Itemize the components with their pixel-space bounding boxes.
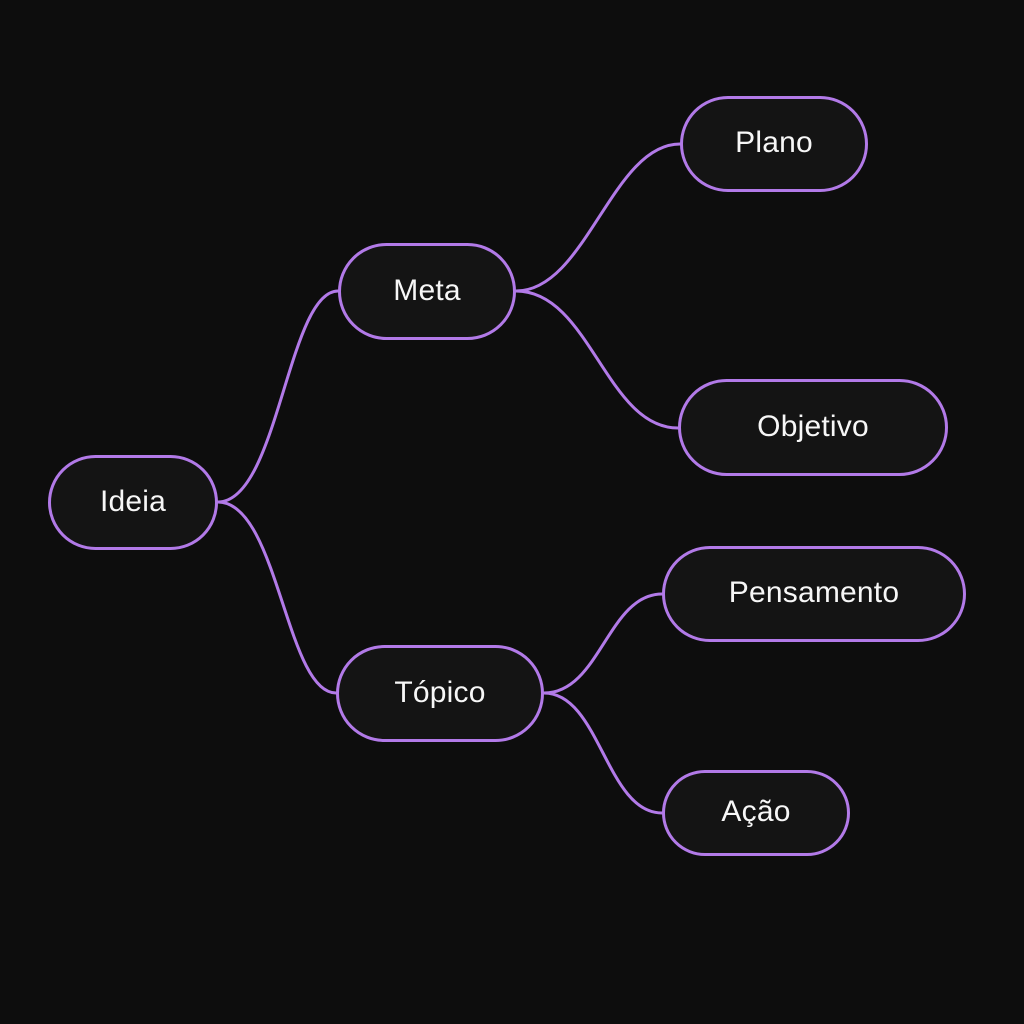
connector-topico-pensamento	[542, 592, 664, 695]
node-label: Tópico	[394, 675, 486, 709]
node-label: Meta	[393, 273, 461, 307]
mindmap-node-ideia[interactable]: Ideia	[48, 455, 218, 550]
connector-ideia-meta	[216, 289, 340, 504]
connector-meta-objetivo	[514, 289, 680, 430]
node-label: Pensamento	[728, 576, 900, 609]
mindmap-node-acao[interactable]: Ação	[662, 770, 850, 856]
mindmap-node-plano[interactable]: Plano	[680, 96, 868, 192]
mindmap-node-meta[interactable]: Meta	[338, 243, 516, 340]
connector-meta-plano	[514, 142, 682, 293]
node-label: Ideia	[99, 484, 167, 518]
mindmap-node-topico[interactable]: Tópico	[336, 645, 544, 742]
connector-ideia-topico	[216, 500, 338, 695]
node-label: Ação	[721, 795, 791, 828]
mindmap-node-objetivo[interactable]: Objetivo	[678, 379, 948, 476]
node-label: Plano	[735, 126, 813, 159]
mindmap-node-pensamento[interactable]: Pensamento	[662, 546, 966, 642]
connector-topico-acao	[542, 691, 664, 815]
node-label: Objetivo	[757, 409, 869, 443]
